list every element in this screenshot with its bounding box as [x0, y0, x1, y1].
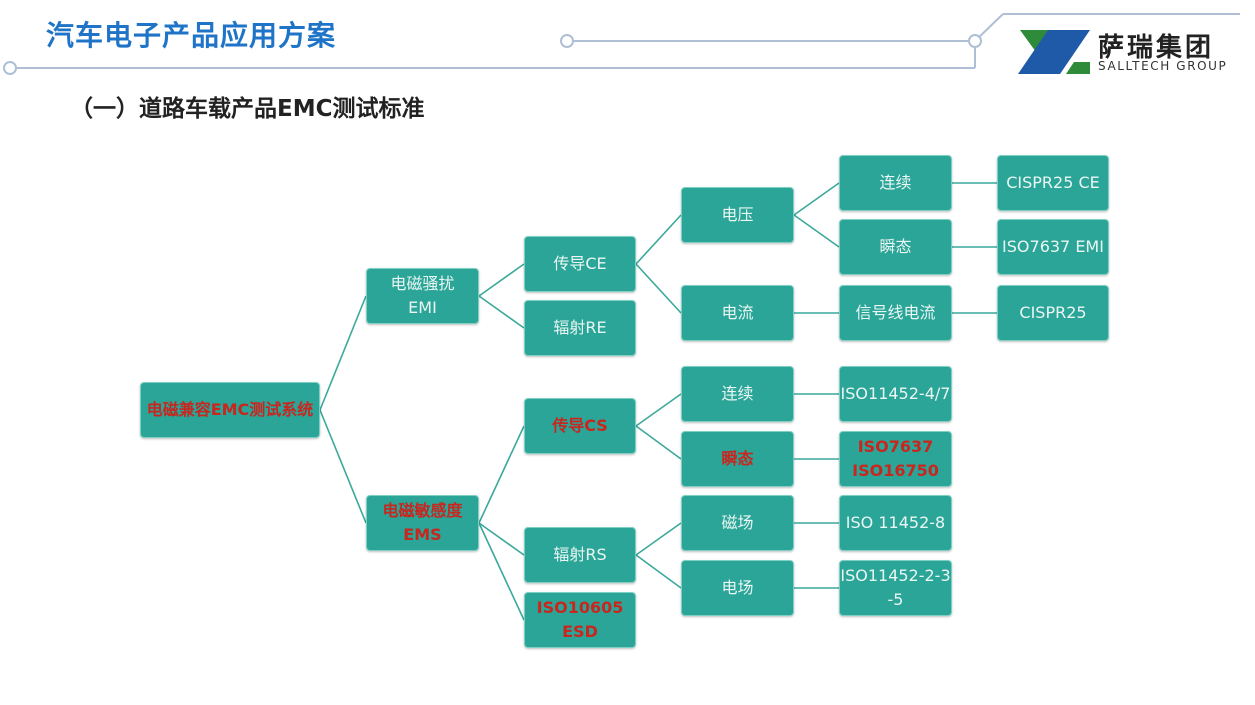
node-iso7637-emi[interactable]: ISO7637 EMI: [997, 219, 1109, 275]
header-dot: [560, 34, 574, 48]
node-label: ISO10605 ESD: [536, 598, 624, 641]
node-emc-test-system[interactable]: 电磁兼容EMC测试系统: [140, 382, 320, 438]
page-subtitle: （一）道路车载产品EMC测试标准: [70, 96, 425, 122]
header-dot: [968, 34, 982, 48]
node-voltage-transient[interactable]: 瞬态: [839, 219, 952, 275]
node-current[interactable]: 电流: [681, 285, 794, 341]
node-signal-line-current[interactable]: 信号线电流: [839, 285, 952, 341]
node-label: 瞬态: [721, 449, 754, 468]
connector-emi-ce: [478, 263, 525, 297]
node-label: 传导CS: [552, 416, 608, 435]
node-label: 电压: [721, 205, 754, 224]
node-label: 辐射RE: [553, 318, 607, 337]
node-label: 电磁敏感度 EMS: [382, 501, 463, 544]
connector-rs-magnetic: [635, 522, 682, 556]
node-label: ISO7637 EMI: [1002, 237, 1104, 256]
node-iso7637-iso16750[interactable]: ISO7637 ISO16750: [839, 431, 952, 487]
connector-emi-re: [478, 295, 525, 329]
node-voltage-continuous[interactable]: 连续: [839, 155, 952, 211]
node-label: CISPR25: [1019, 303, 1087, 322]
node-label: ISO7637 ISO16750: [852, 437, 939, 480]
node-radiated-rs[interactable]: 辐射RS: [524, 527, 636, 583]
node-radiated-re[interactable]: 辐射RE: [524, 300, 636, 356]
logo-mark-accent: [1066, 62, 1090, 74]
node-electric-field[interactable]: 电场: [681, 560, 794, 616]
node-label: 连续: [879, 173, 912, 192]
node-cispr25[interactable]: CISPR25: [997, 285, 1109, 341]
connector-cs-cs_continuous: [635, 393, 682, 427]
node-emi[interactable]: 电磁骚扰 EMI: [366, 268, 479, 324]
node-iso11452-2-3-5[interactable]: ISO11452-2-3 -5: [839, 560, 952, 616]
connector-root-emi: [319, 295, 367, 411]
logo-mark-blue: [1018, 30, 1090, 74]
node-voltage[interactable]: 电压: [681, 187, 794, 243]
node-label: 传导CE: [553, 254, 607, 273]
logo-text-cn: 萨瑞集团: [1098, 33, 1215, 63]
connector-ems-cs: [478, 425, 525, 524]
node-label: 电流: [721, 303, 754, 322]
node-iso10605-esd[interactable]: ISO10605 ESD: [524, 592, 636, 648]
node-label: 连续: [721, 384, 754, 403]
node-ems[interactable]: 电磁敏感度 EMS: [366, 495, 479, 551]
node-label: ISO11452-2-3 -5: [840, 566, 951, 609]
connector-root-ems: [319, 409, 367, 524]
node-cs-transient[interactable]: 瞬态: [681, 431, 794, 487]
connector-rs-electric: [635, 554, 682, 589]
node-label: 电场: [721, 578, 754, 597]
page-title: 汽车电子产品应用方案: [46, 19, 337, 52]
logo-text-en: SALLTECH GROUP: [1098, 59, 1228, 73]
node-cispr25-ce[interactable]: CISPR25 CE: [997, 155, 1109, 211]
header-dot: [3, 61, 17, 75]
node-conducted-ce[interactable]: 传导CE: [524, 236, 636, 292]
node-magnetic-field[interactable]: 磁场: [681, 495, 794, 551]
node-label: 电磁骚扰 EMI: [390, 274, 455, 317]
connector-voltage-v_transient: [793, 214, 840, 248]
connector-ce-voltage: [635, 214, 682, 265]
connector-voltage-v_continuous: [793, 182, 840, 216]
node-label: CISPR25 CE: [1006, 173, 1100, 192]
salltech-logo-icon: [1018, 30, 1090, 74]
node-iso11452-8[interactable]: ISO 11452-8: [839, 495, 952, 551]
node-cs-continuous[interactable]: 连续: [681, 366, 794, 422]
connector-ce-current: [635, 263, 682, 314]
node-label: ISO 11452-8: [845, 513, 946, 532]
node-label: ISO11452-4/7: [840, 384, 951, 403]
node-label: 磁场: [721, 513, 754, 532]
node-iso11452-4-7[interactable]: ISO11452-4/7: [839, 366, 952, 422]
node-label: 信号线电流: [855, 303, 936, 322]
node-label: 辐射RS: [553, 545, 607, 564]
connector-cs-cs_transient: [635, 425, 682, 460]
node-label: 电磁兼容EMC测试系统: [146, 400, 314, 419]
node-conducted-cs[interactable]: 传导CS: [524, 398, 636, 454]
node-label: 瞬态: [879, 237, 912, 256]
connector-ems-rs: [478, 522, 525, 556]
connector-ems-esd: [478, 522, 525, 621]
